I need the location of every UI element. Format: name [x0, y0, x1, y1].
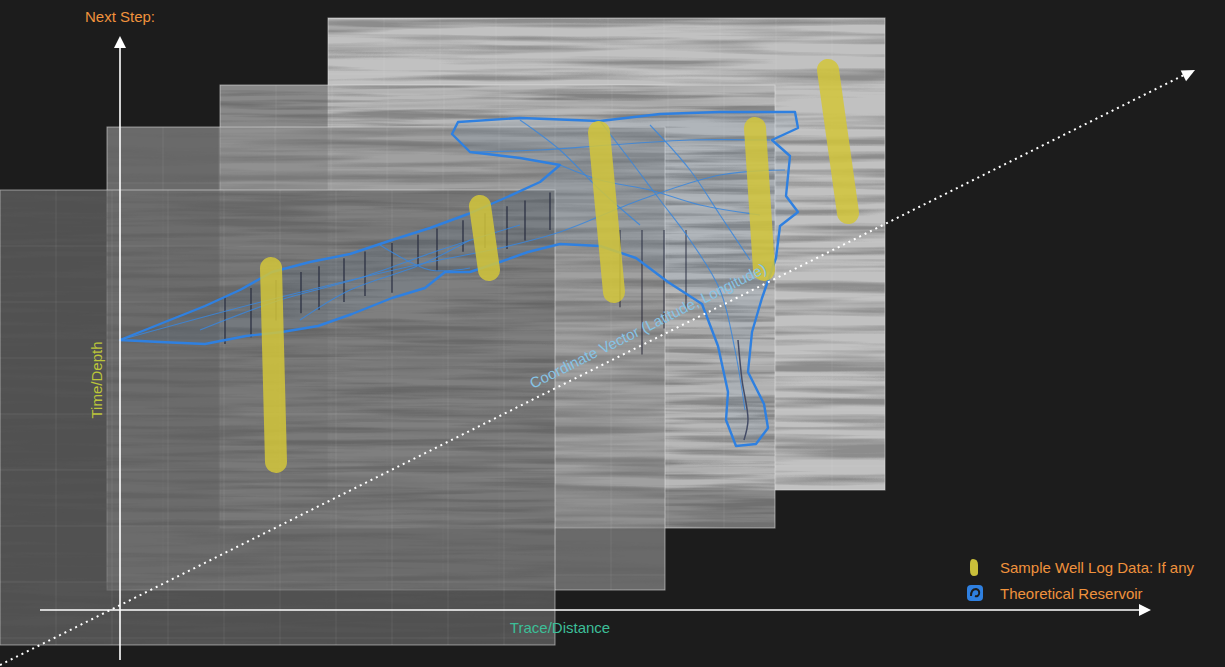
- well-log: [480, 206, 489, 270]
- well-log: [828, 70, 848, 213]
- reservoir-channel: [560, 165, 760, 215]
- reservoir-channel: [300, 240, 470, 320]
- legend-swatch: [962, 556, 988, 578]
- arrowhead: [1181, 65, 1198, 82]
- well-log: [271, 268, 276, 462]
- legend: Sample Well Log Data: If anyTheoretical …: [962, 554, 1194, 606]
- reservoir-channel: [380, 245, 470, 271]
- arrowhead: [1139, 604, 1151, 616]
- axis-title: Trace/Distance: [510, 619, 610, 637]
- reservoir-channel: [738, 340, 748, 440]
- reservoir-channel: [470, 140, 770, 152]
- legend-swatch: [962, 582, 988, 604]
- coordinate-axis: [0, 75, 1184, 665]
- legend-text: Sample Well Log Data: If any: [1000, 559, 1194, 576]
- reservoir-outline: [120, 112, 798, 446]
- axis-line: [40, 609, 1140, 611]
- swatch: [967, 585, 983, 601]
- reservoir-channel: [650, 125, 750, 260]
- well-log: [755, 128, 764, 270]
- reservoir-channel: [600, 121, 745, 410]
- legend-row: Theoretical Reservoir: [962, 580, 1194, 606]
- well-log: [599, 132, 614, 292]
- axis-title: Next Step:: [85, 8, 155, 26]
- swatch: [970, 559, 978, 576]
- legend-text: Theoretical Reservoir: [1000, 585, 1143, 602]
- axis-line: [119, 46, 121, 660]
- arrowhead: [114, 36, 126, 48]
- legend-row: Sample Well Log Data: If any: [962, 554, 1194, 580]
- swatch-detail: [971, 589, 979, 596]
- axis-title: Time/Depth: [88, 342, 106, 419]
- reservoir-channel: [520, 120, 640, 225]
- reservoir-channel: [200, 225, 520, 330]
